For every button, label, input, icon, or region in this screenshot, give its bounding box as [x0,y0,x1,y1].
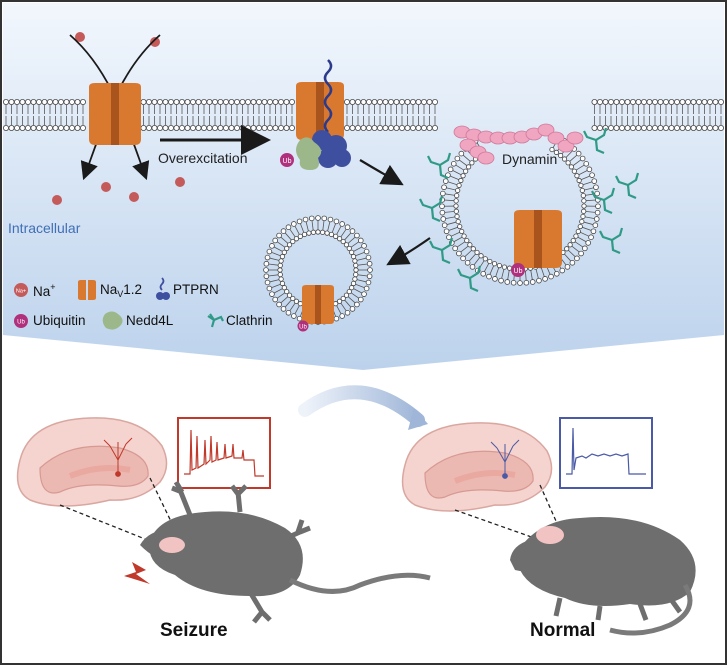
legend-nav12: NaV1.2 [100,282,143,299]
cell-membrane [3,99,725,132]
clathrin-icon [457,265,482,293]
clathrin-icon [583,127,608,155]
transition-arrowhead [408,408,428,430]
seizure-mouse [140,480,431,624]
ptprn-icon [323,59,333,133]
normal-label: Normal [530,620,596,641]
nedd4l-icon [296,137,322,170]
endocytosis-arrow [386,237,431,266]
seizure-trace [184,429,264,477]
normal-trace [566,427,646,475]
sodium-ion-icon [52,195,62,205]
ptprn-icon [156,277,170,300]
svg-text:Ub: Ub [283,158,292,165]
internalization-arrow [359,159,404,186]
sodium-ion-icon [129,192,139,202]
clathrin-coat [419,127,640,293]
nav-channel-icon [89,83,141,145]
endocytic-vesicle [263,215,373,325]
nav-channel-icon [78,280,96,300]
neuron-icon [103,437,133,477]
zoom-line [454,509,541,541]
zoom-line [59,504,161,546]
legend-clathrin: Clathrin [226,313,273,328]
normal-hippocampus [401,422,553,512]
svg-text:Ub: Ub [17,320,25,326]
zoom-line [539,484,561,531]
ubiquitin-icon: Ub [297,320,309,332]
legend-ubiquitin: Ubiquitin [33,313,86,328]
tail-icon [288,572,431,594]
ubiquitin-icon: Ub [280,153,294,167]
sodium-ion-icon [75,32,85,42]
nav-channel-complex: Ub [280,59,351,170]
sodium-ions [52,32,185,205]
tail-icon [609,583,693,636]
svg-text:Na+: Na+ [16,289,26,295]
sodium-ion-icon [150,37,160,47]
lightning-icon [124,562,150,584]
ear-icon [536,526,564,544]
legend-ptprn: PTPRN [173,282,219,297]
seizure-hippocampus [16,417,168,507]
normal-trace-box [559,417,653,489]
clathrin-icon [207,313,224,328]
normal-mouse [510,516,696,636]
dynamin-ring [453,123,584,165]
ubiquitin-icon: Ub [14,314,28,328]
overexcitation-label: Overexcitation [158,150,248,166]
nav-channel-internalized [514,210,562,268]
clathrin-icon [599,227,624,255]
sodium-ion-icon [101,182,111,192]
nedd4l-icon [102,311,123,330]
legend: Na+ Ub [14,277,224,330]
svg-text:Ub: Ub [299,325,307,331]
seizure-label: Seizure [160,620,228,641]
sodium-ion-icon: Na+ [14,283,28,297]
clathrin-icon [419,195,444,223]
legend-na: Na+ [33,282,56,299]
transition-arrow [298,385,425,427]
clathrin-icon [429,237,454,265]
ear-icon [159,537,185,553]
sodium-ion-icon [175,177,185,187]
seizure-trace-box [177,417,271,489]
clathrin-icon [591,187,616,215]
svg-text:Ub: Ub [514,268,523,275]
nav-channel-vesicle [302,285,334,324]
clathrin-icon [615,172,640,200]
neuron-icon [490,439,520,479]
clathrin-icon [427,152,452,180]
ubiquitin-icon: Ub [511,263,525,277]
legend-nedd4l: Nedd4L [126,313,174,328]
dynamin-label: Dynamin [502,151,558,167]
intracellular-label: Intracellular [8,220,81,236]
